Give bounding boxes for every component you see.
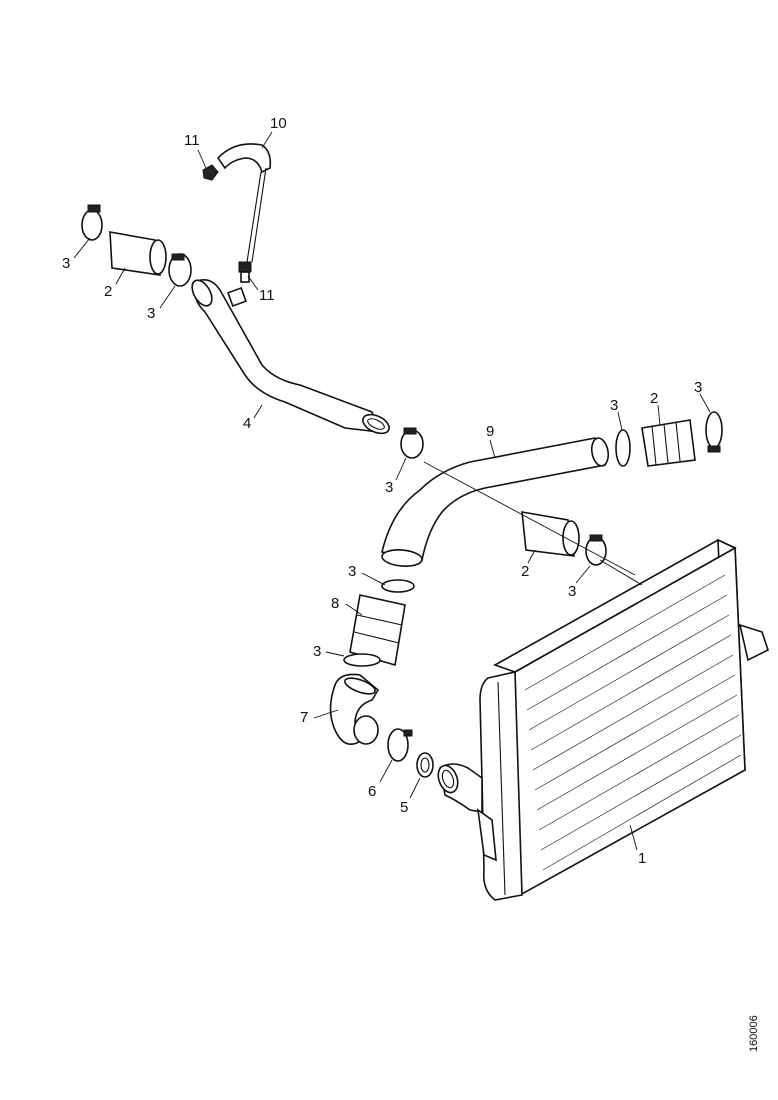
hose-clamps: [81, 204, 723, 762]
o-ring: [416, 752, 434, 778]
callout-3: 3: [385, 479, 393, 496]
charge-air-pipe-upper: [191, 279, 390, 435]
callout-2: 2: [104, 283, 112, 300]
rubber-sleeves: [109, 231, 696, 557]
callout-3: 3: [694, 379, 702, 396]
callout-3: 3: [147, 305, 155, 322]
callout-3: 3: [610, 397, 618, 414]
callout-5: 5: [400, 799, 408, 816]
callout-2: 2: [650, 390, 658, 407]
callout-2: 2: [521, 563, 529, 580]
callout-3: 3: [313, 643, 321, 660]
elbow-hose: [329, 673, 380, 746]
reference-code: 160006: [748, 1015, 760, 1052]
callout-6: 6: [368, 783, 376, 800]
callout-9: 9: [486, 423, 494, 440]
callout-10: 10: [270, 115, 287, 132]
callout-4: 4: [243, 415, 251, 432]
connector-sleeve: [349, 594, 406, 667]
charge-air-pipe-lower: [381, 437, 610, 567]
leader-lines: [73, 131, 711, 851]
callout-7: 7: [300, 709, 308, 726]
callout-3: 3: [348, 563, 356, 580]
small-hose-assembly: [202, 143, 272, 283]
intercooler: [437, 538, 769, 901]
callout-11-lower: 11: [259, 287, 275, 304]
callout-11-upper: 11: [184, 132, 200, 149]
callout-1: 1: [638, 850, 646, 867]
callout-labels: 11 10 3 2 3 11 4 3 9 3 2 3 2 3 3 8 3 7 6…: [62, 115, 702, 867]
callout-8: 8: [331, 595, 339, 612]
callout-3: 3: [62, 255, 70, 272]
callout-3: 3: [568, 583, 576, 600]
